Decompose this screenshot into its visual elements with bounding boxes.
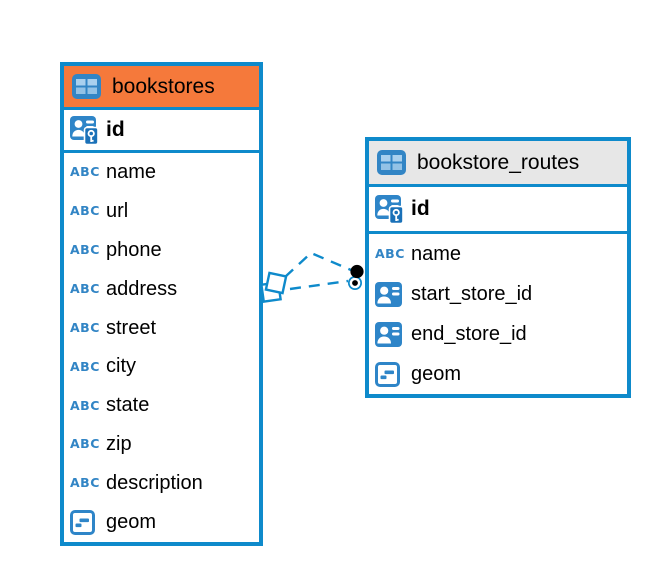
column-row[interactable]: ABC city [64, 347, 259, 386]
table-card-bookstore-routes[interactable]: bookstore_routes id ABC name [365, 137, 631, 398]
column-name: start_store_id [411, 282, 533, 305]
reference-icon [375, 321, 411, 347]
column-row[interactable]: ABC name [369, 234, 627, 274]
column-name: geom [106, 510, 157, 533]
relation-line-1[interactable] [284, 251, 352, 278]
column-row[interactable]: start_store_id [369, 274, 627, 314]
column-row[interactable]: ABC phone [64, 231, 259, 270]
column-name: name [411, 242, 462, 265]
column-name: geom [411, 362, 462, 385]
column-name: zip [106, 433, 132, 456]
text-icon: ABC [70, 358, 100, 374]
geometry-icon [375, 361, 411, 387]
column-row[interactable]: ABC description [64, 464, 259, 503]
table-title: bookstores [112, 74, 215, 98]
column-name: phone [106, 238, 162, 261]
column-name: end_store_id [411, 322, 527, 345]
column-row[interactable]: ABC state [64, 386, 259, 425]
text-icon: ABC [375, 245, 405, 261]
column-name: id [106, 118, 125, 141]
column-name: street [106, 316, 157, 339]
column-row-pk[interactable]: id [64, 110, 259, 153]
primary-key-icon [375, 194, 411, 224]
text-icon: ABC [70, 397, 100, 413]
column-row-pk[interactable]: id [369, 187, 627, 234]
text-icon: ABC [70, 475, 100, 491]
reference-icon [375, 281, 411, 307]
table-title: bookstore_routes [417, 150, 580, 174]
column-name: state [106, 394, 150, 417]
column-row[interactable]: ABC street [64, 309, 259, 348]
column-name: city [106, 355, 136, 378]
table-icon [377, 150, 417, 175]
table-header-bookstores[interactable]: bookstores [64, 66, 259, 110]
table-header-bookstore-routes[interactable]: bookstore_routes [369, 141, 627, 187]
column-name: url [106, 199, 129, 222]
primary-key-icon [70, 115, 106, 145]
column-name: id [411, 197, 430, 220]
text-icon: ABC [70, 164, 100, 180]
column-name: name [106, 160, 157, 183]
text-icon: ABC [70, 280, 100, 296]
relation-line-2[interactable] [289, 279, 349, 291]
column-row[interactable]: geom [64, 503, 259, 542]
column-row[interactable]: ABC name [64, 153, 259, 192]
column-name: address [106, 277, 178, 300]
column-name: description [106, 472, 203, 495]
column-row[interactable]: ABC address [64, 270, 259, 309]
table-card-bookstores[interactable]: bookstores id ABC name [60, 62, 263, 546]
column-row[interactable]: ABC zip [64, 425, 259, 464]
column-row[interactable]: geom [369, 354, 627, 394]
text-icon: ABC [70, 319, 100, 335]
text-icon: ABC [70, 241, 100, 257]
table-icon [72, 74, 112, 99]
column-row[interactable]: end_store_id [369, 314, 627, 354]
relation-diamond-endpoint [260, 271, 288, 303]
text-icon: ABC [70, 436, 100, 452]
geometry-icon [70, 509, 106, 535]
relation-dot-endpoint [348, 264, 364, 290]
text-icon: ABC [70, 203, 100, 219]
column-row[interactable]: ABC url [64, 192, 259, 231]
